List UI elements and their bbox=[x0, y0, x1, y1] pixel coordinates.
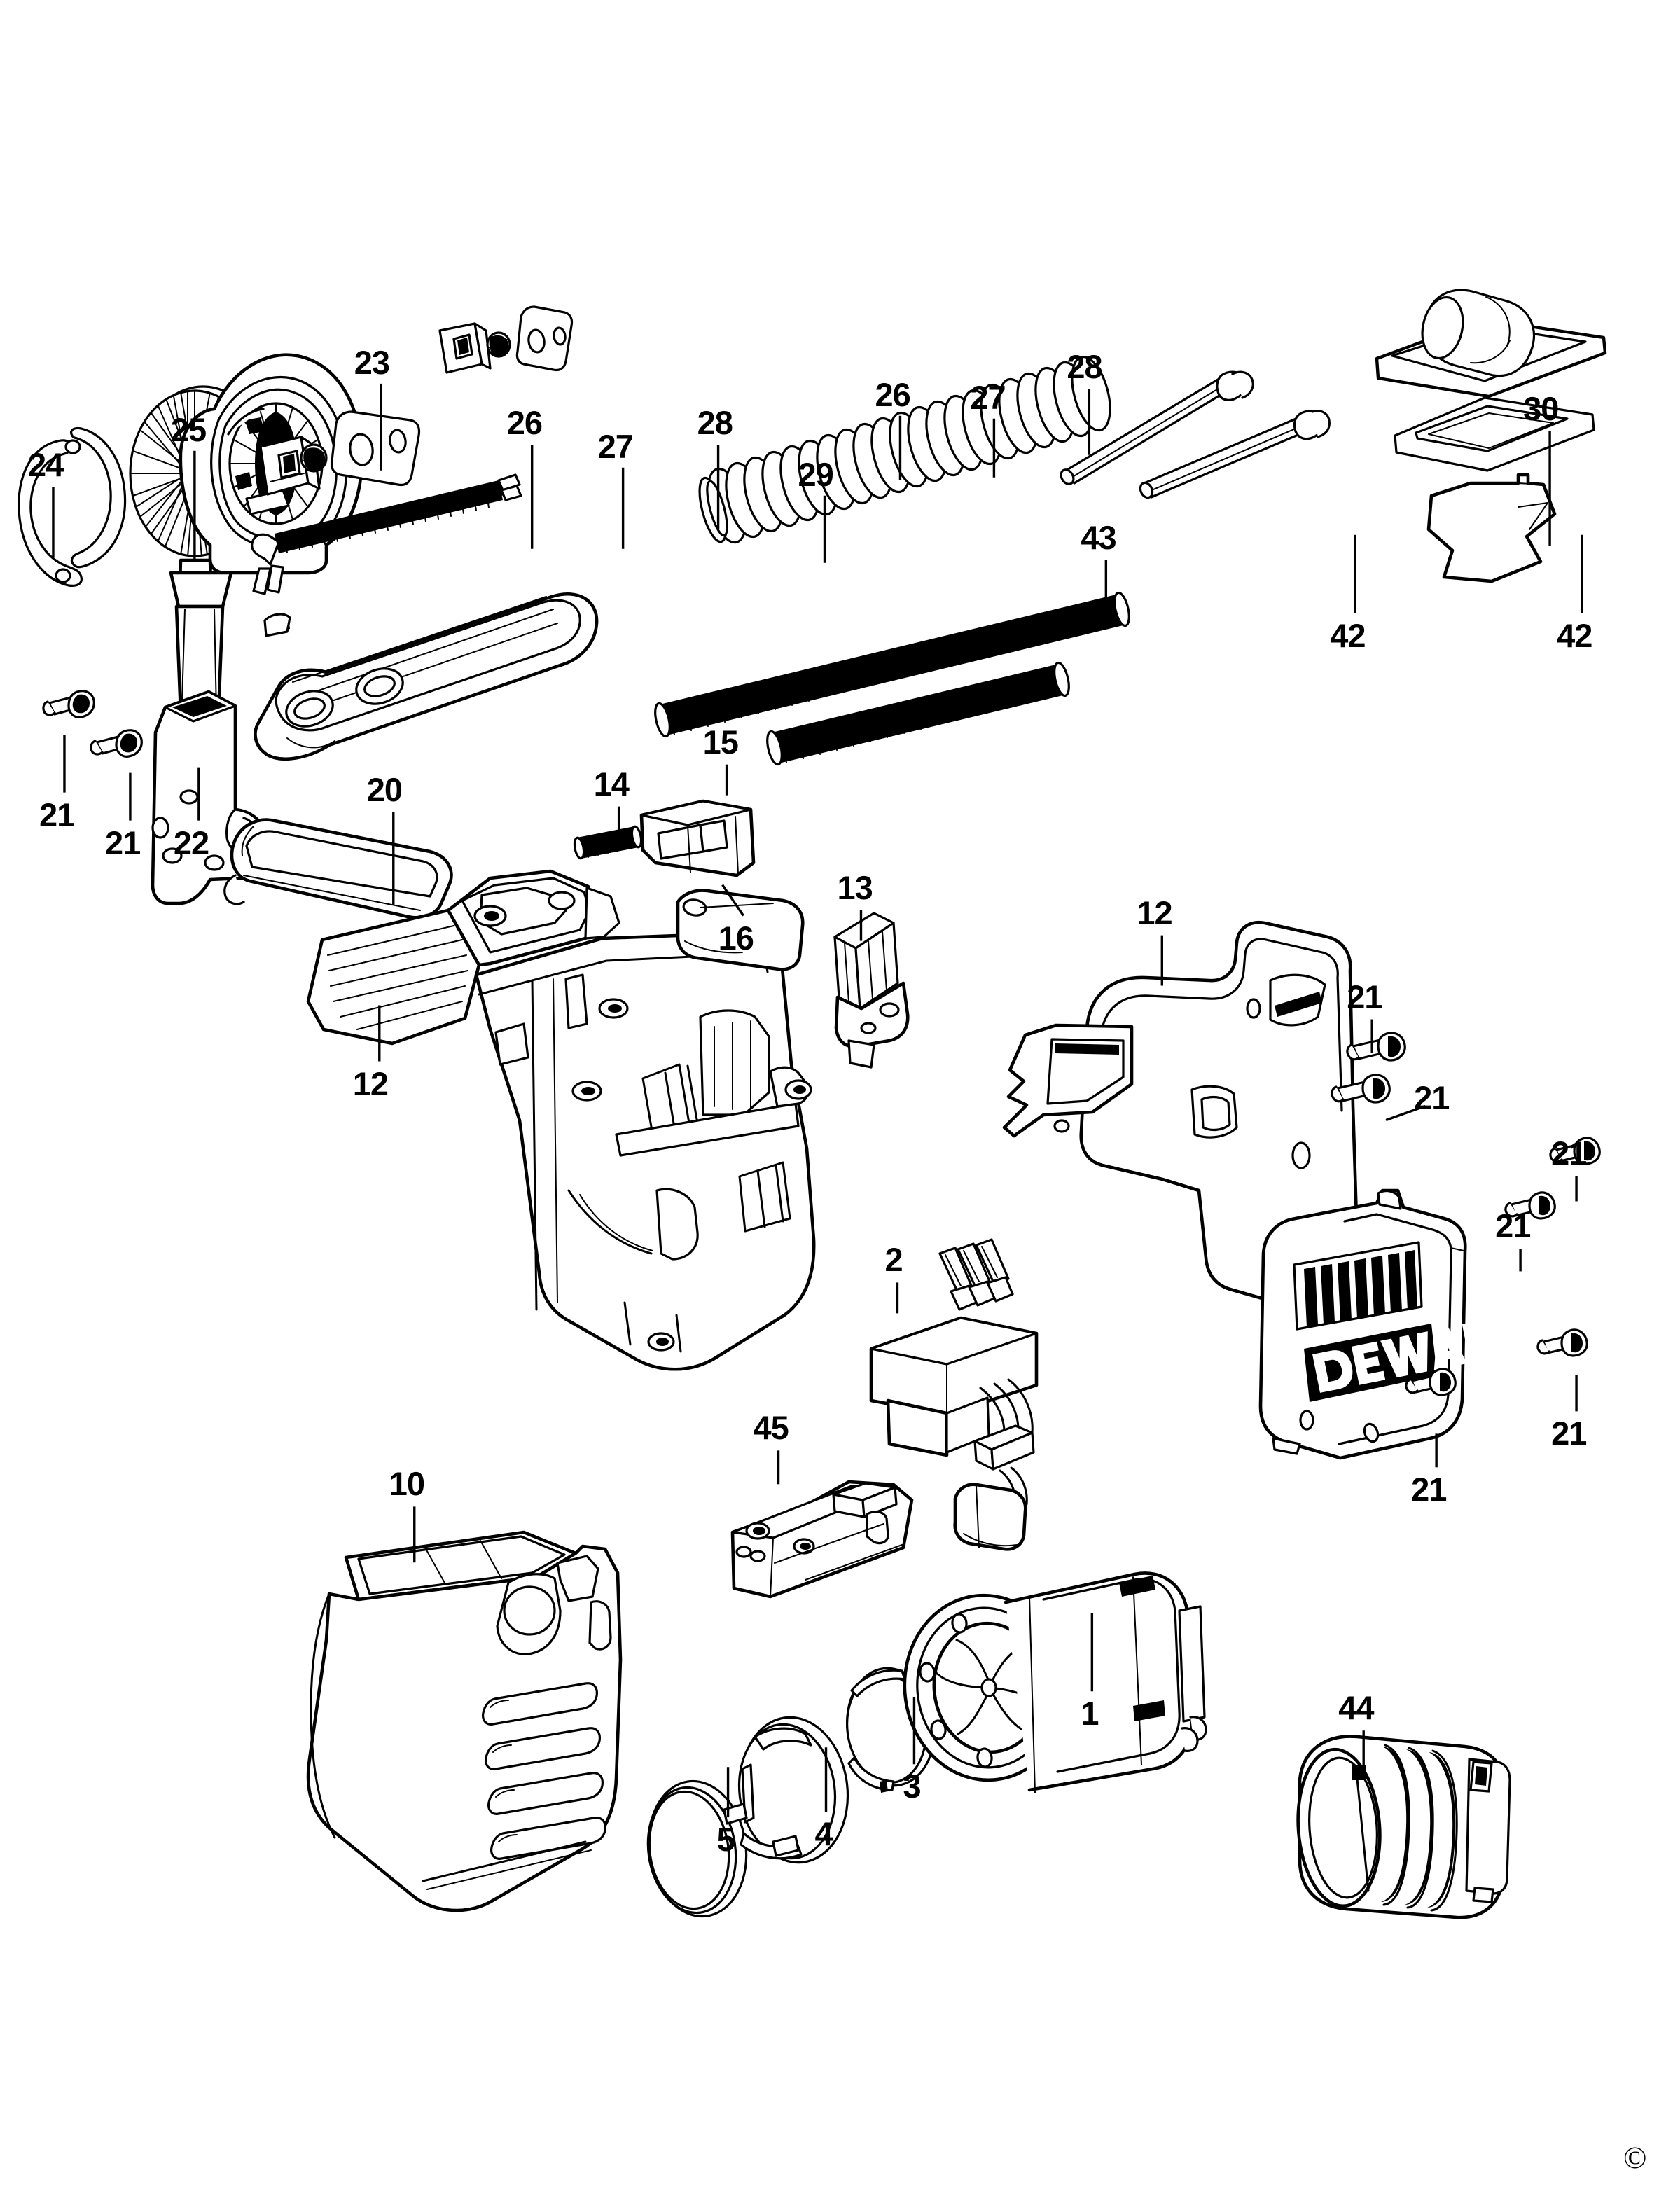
callout-leader-lines bbox=[52, 383, 1583, 1818]
callout-29: 29 bbox=[798, 455, 834, 493]
callout-16: 16 bbox=[718, 919, 754, 957]
leader-line-16 bbox=[721, 884, 744, 917]
part-21-screw-b bbox=[90, 729, 143, 758]
part-5-o-ring-seal bbox=[646, 1779, 748, 1918]
callout-21: 21 bbox=[1495, 1207, 1531, 1245]
callout-23: 23 bbox=[354, 343, 390, 381]
callout-30: 30 bbox=[1523, 389, 1559, 427]
callout-42: 42 bbox=[1557, 616, 1592, 654]
callout-14: 14 bbox=[593, 765, 630, 803]
part-42-coil-spring-small-a bbox=[654, 591, 1130, 738]
callout-12: 12 bbox=[352, 1064, 389, 1102]
callout-1: 1 bbox=[1081, 1695, 1099, 1733]
part-41-tie-rod-b bbox=[1139, 410, 1331, 499]
callout-20: 20 bbox=[366, 770, 403, 808]
part-28-cover-plate-b bbox=[515, 305, 574, 372]
callout-21: 21 bbox=[39, 796, 75, 833]
part-41-tie-rod-a bbox=[1060, 370, 1254, 485]
callout-21: 21 bbox=[1411, 1471, 1447, 1508]
part-42-coil-spring-small-b bbox=[766, 661, 1070, 766]
part-2-switch-module bbox=[869, 1238, 1039, 1551]
callout-22: 22 bbox=[173, 824, 209, 861]
callout-28: 28 bbox=[697, 403, 733, 441]
part-26-clamp-block-b bbox=[438, 322, 492, 374]
callout-24: 24 bbox=[27, 445, 64, 483]
part-27-ball-detent-a bbox=[300, 443, 328, 473]
callout-2: 2 bbox=[884, 1241, 903, 1279]
callout-4: 4 bbox=[814, 1815, 833, 1853]
part-27-ball-detent-b bbox=[486, 331, 511, 358]
callout-27: 27 bbox=[597, 427, 634, 465]
part-32-filter-gasket bbox=[1394, 396, 1595, 472]
callout-42: 42 bbox=[1330, 616, 1366, 654]
part-21-screw-group-right bbox=[1331, 1032, 1601, 1396]
part-1-motor-assembly bbox=[903, 1571, 1207, 1793]
part-40-deflector-plate bbox=[1426, 473, 1557, 583]
copyright-symbol: © bbox=[1623, 2141, 1647, 2175]
part-24-retaining-clip bbox=[18, 426, 127, 587]
part-15-capacitor-block bbox=[639, 799, 756, 877]
callout-26: 26 bbox=[875, 375, 910, 413]
part-20-lever-arm bbox=[223, 818, 453, 919]
part-10-dust-container bbox=[306, 1530, 623, 1912]
part-29-cable-tie bbox=[251, 473, 522, 595]
part-31-filter-element bbox=[1375, 289, 1607, 398]
part-12-housing-half-left bbox=[306, 869, 816, 1371]
callout-21: 21 bbox=[1414, 1078, 1450, 1116]
callout-45: 45 bbox=[753, 1409, 789, 1447]
part-43-handle-grip bbox=[254, 592, 599, 761]
callout-10: 10 bbox=[389, 1465, 425, 1503]
callout-26: 26 bbox=[506, 403, 543, 441]
part-13-terminal-block bbox=[833, 912, 910, 1069]
callout-27: 27 bbox=[970, 378, 1006, 416]
part-30-coil-spring-large bbox=[698, 355, 1111, 544]
callout-28: 28 bbox=[1067, 347, 1102, 385]
part-28-cover-plate-a bbox=[330, 410, 421, 487]
callout-21: 21 bbox=[1347, 978, 1382, 1015]
callout-25: 25 bbox=[170, 410, 207, 448]
part-44-nozzle-sleeve bbox=[1296, 1735, 1511, 1919]
callout-3: 3 bbox=[903, 1768, 921, 1805]
part-4-brush-holder-ring bbox=[723, 1716, 849, 1864]
callout-5: 5 bbox=[716, 1821, 735, 1859]
leader-line-21 bbox=[1385, 1104, 1426, 1122]
part-12-housing-half-right bbox=[1002, 920, 1522, 1460]
callout-43: 43 bbox=[1081, 518, 1116, 556]
callout-21: 21 bbox=[104, 824, 141, 861]
dewalt-logo-plate bbox=[1304, 1312, 1522, 1402]
part-45-control-board bbox=[730, 1480, 914, 1599]
part-21-screw-a bbox=[42, 690, 95, 718]
callout-21: 21 bbox=[1551, 1134, 1587, 1172]
callout-44: 44 bbox=[1338, 1689, 1374, 1727]
callout-13: 13 bbox=[837, 868, 873, 906]
part-14-spring-pin bbox=[573, 825, 643, 860]
callout-15: 15 bbox=[702, 723, 739, 761]
callout-21: 21 bbox=[1551, 1415, 1587, 1452]
callout-12: 12 bbox=[1137, 894, 1172, 931]
